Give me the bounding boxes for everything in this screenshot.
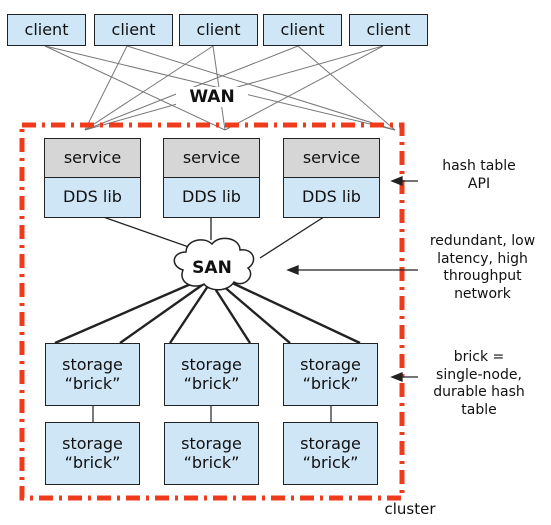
service-label: service bbox=[63, 147, 122, 167]
client-box-4: client bbox=[263, 14, 342, 46]
client-label: client bbox=[280, 19, 325, 39]
cluster-label: cluster bbox=[384, 500, 436, 518]
san-label: SAN bbox=[192, 258, 232, 278]
dds-lib-label: DDS lib bbox=[63, 187, 122, 207]
dds-lib-label: DDS lib bbox=[182, 187, 241, 207]
san-brick-links bbox=[54, 278, 361, 345]
storage-brick-r2-2: storage “brick” bbox=[164, 422, 259, 485]
storage-brick-r1-2: storage “brick” bbox=[164, 343, 259, 406]
dds-lib-label: DDS lib bbox=[302, 187, 361, 207]
dds-lib-box-1: DDS lib bbox=[44, 178, 141, 218]
client-box-2: client bbox=[94, 14, 173, 46]
client-label: client bbox=[366, 19, 411, 39]
storage-brick-r1-3: storage “brick” bbox=[283, 343, 378, 406]
client-box-3: client bbox=[179, 14, 258, 46]
san-cloud-icon bbox=[173, 237, 255, 291]
service-label: service bbox=[182, 147, 241, 167]
storage-brick-r2-3: storage “brick” bbox=[283, 422, 378, 485]
annotation-hash-table-api: hash table API bbox=[442, 158, 516, 192]
dds-lib-box-3: DDS lib bbox=[283, 178, 380, 218]
storage-brick-r2-1: storage “brick” bbox=[45, 422, 140, 485]
client-label: client bbox=[24, 19, 69, 39]
client-label: client bbox=[196, 19, 241, 39]
wan-label: WAN bbox=[176, 87, 248, 107]
dds-lib-box-2: DDS lib bbox=[163, 178, 260, 218]
annotation-brick-definition: brick = single-node, durable hash table bbox=[433, 349, 525, 418]
service-box-1: service bbox=[44, 138, 141, 178]
annotation-san-network: redundant, low latency, high throughput … bbox=[429, 233, 536, 302]
annotation-arrows bbox=[286, 176, 418, 382]
client-box-1: client bbox=[7, 14, 86, 46]
client-box-5: client bbox=[349, 14, 428, 46]
service-box-3: service bbox=[283, 138, 380, 178]
storage-brick-r1-1: storage “brick” bbox=[45, 343, 140, 406]
service-label: service bbox=[302, 147, 361, 167]
client-label: client bbox=[111, 19, 156, 39]
brick-pair-links bbox=[92, 406, 332, 422]
service-box-2: service bbox=[163, 138, 260, 178]
